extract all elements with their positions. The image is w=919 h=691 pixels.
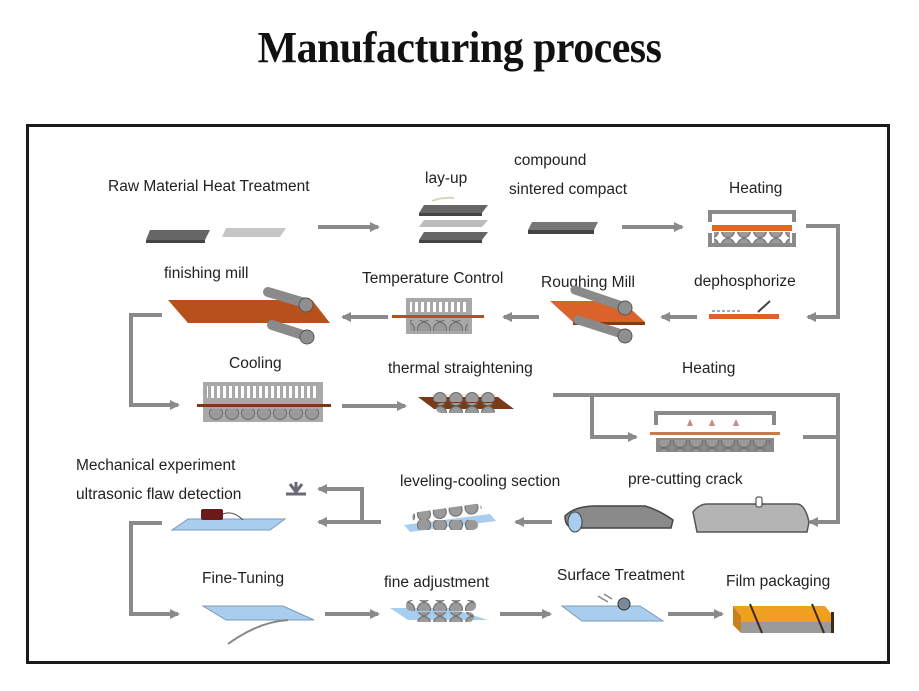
- leveler-icon: [404, 503, 496, 532]
- label-fine-tuning: Fine-Tuning: [202, 570, 285, 587]
- label-roughing-mill: Roughing Mill: [541, 274, 635, 291]
- connector-to-flaw-detection: [317, 484, 381, 524]
- label-sintered-compact: sintered compact: [509, 181, 628, 198]
- diagram-frame: [26, 124, 890, 664]
- label-temperature-control: Temperature Control: [362, 270, 504, 287]
- label-thermal-straightening: thermal straightening: [388, 360, 533, 377]
- label-heating-2: Heating: [682, 360, 736, 377]
- label-leveling-cooling-section: leveling-cooling section: [400, 473, 561, 490]
- cooling-chamber-icon: [197, 382, 331, 422]
- cutting-plate-icon: [692, 496, 810, 533]
- connector-heating-to-dephosphorize: [806, 224, 840, 322]
- compact-slab-icon: [528, 222, 598, 234]
- label-fine-adjustment: fine adjustment: [384, 574, 490, 591]
- label-raw-material-heat-treatment: Raw Material Heat Treatment: [108, 178, 310, 195]
- label-surface-treatment: Surface Treatment: [557, 567, 685, 584]
- furnace-icon: [708, 210, 796, 247]
- roller-leveler-icon: [390, 600, 488, 622]
- roller-straightener-icon: [418, 392, 514, 413]
- label-ultrasonic-flaw-detection: ultrasonic flaw detection: [76, 486, 242, 503]
- label-mechanical-experiment: Mechanical experiment: [76, 457, 236, 474]
- label-finishing-mill: finishing mill: [164, 265, 249, 282]
- connector-to-fine-tuning: [129, 521, 180, 619]
- label-film-packaging: Film packaging: [726, 573, 831, 590]
- descaling-spray-icon: [709, 300, 779, 319]
- label-heating-1: Heating: [729, 180, 783, 197]
- stacked-plates-icon: [419, 196, 488, 243]
- packaged-bundle-icon: [733, 603, 834, 634]
- rolling-mill-icon: [168, 287, 330, 345]
- label-compound: compound: [514, 152, 587, 169]
- label-pre-cutting-crack: pre-cutting crack: [628, 471, 743, 488]
- blue-plate-icon: [201, 605, 315, 645]
- connector-finishing-to-cooling: [129, 313, 180, 410]
- connector-to-heating-2: [590, 395, 638, 442]
- furnace-icon: [650, 411, 780, 452]
- steel-plates-icon: [146, 228, 286, 243]
- page-title: Manufacturing process: [257, 23, 662, 72]
- label-cooling: Cooling: [229, 355, 282, 372]
- rolling-mill-icon: [550, 285, 645, 344]
- curved-plate-icon: [564, 505, 674, 533]
- label-lay-up: lay-up: [425, 170, 468, 187]
- surface-grinder-icon: [560, 593, 665, 622]
- connector-straightening-branch: [553, 393, 840, 527]
- label-dephosphorize: dephosphorize: [694, 273, 796, 290]
- temperature-chamber-icon: [392, 298, 484, 334]
- flaw-detector-icon: [170, 482, 306, 531]
